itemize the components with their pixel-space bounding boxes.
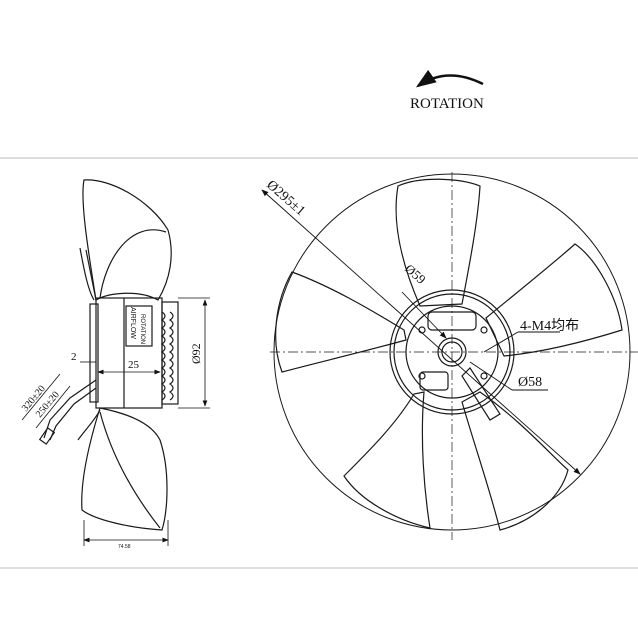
dim-mounting-holes: 4-M4均布	[520, 318, 579, 334]
rotation-arrow-icon	[415, 69, 484, 88]
rotation-label: ROTATION	[410, 96, 484, 112]
side-view	[38, 179, 179, 531]
dim-bolt-circle: Ø58	[518, 375, 542, 390]
airflow-label: AIRFLOW	[129, 307, 136, 339]
side-blade-lower	[81, 407, 168, 531]
dim-motor-diameter: Ø92	[189, 343, 203, 364]
side-dimensions	[21, 297, 210, 546]
dim-hub-diameter: Ø59	[402, 261, 429, 287]
dim-overall-diameter: Ø295±1	[263, 178, 307, 219]
dim-offset: 2	[71, 351, 77, 363]
front-dimensions	[261, 189, 581, 475]
front-view	[270, 172, 638, 540]
side-blade-upper	[82, 179, 172, 301]
dim-overall-depth: 74.58	[118, 544, 131, 550]
dim-motor-length: 25	[128, 359, 140, 371]
blades	[275, 178, 623, 531]
rotation-small-label: ROTATION	[139, 314, 145, 344]
